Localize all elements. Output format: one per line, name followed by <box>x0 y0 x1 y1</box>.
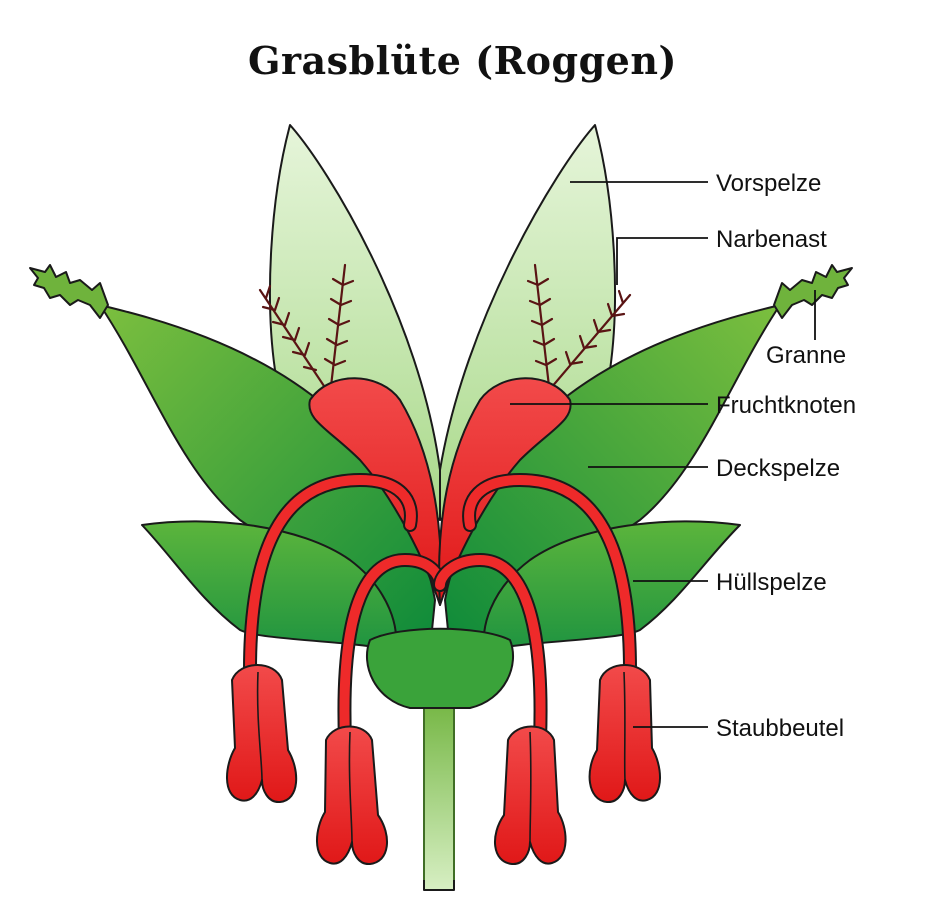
diagram-title: Grasblüte (Roggen) <box>248 38 677 83</box>
label-fruchtknoten: Fruchtknoten <box>716 392 856 419</box>
label-narbenast: Narbenast <box>716 226 827 253</box>
label-vorspelze: Vorspelze <box>716 170 821 197</box>
staubbeutel-2 <box>316 725 389 866</box>
leader-lines <box>510 181 816 728</box>
staubbeutel-1 <box>226 664 298 804</box>
label-granne: Granne <box>766 342 846 369</box>
label-deckspelze: Deckspelze <box>716 455 840 482</box>
staubbeutel-group <box>226 664 661 866</box>
stem <box>423 689 455 891</box>
fruchtknoten-right <box>438 377 572 606</box>
staubfaeden <box>243 472 637 747</box>
granne-left <box>29 264 109 319</box>
label-staubbeutel: Staubbeutel <box>716 715 844 742</box>
narbenaeste <box>258 263 632 397</box>
granne-right <box>773 264 853 319</box>
label-huellspelze: Hüllspelze <box>716 569 827 596</box>
huellspelze-base <box>365 627 515 709</box>
